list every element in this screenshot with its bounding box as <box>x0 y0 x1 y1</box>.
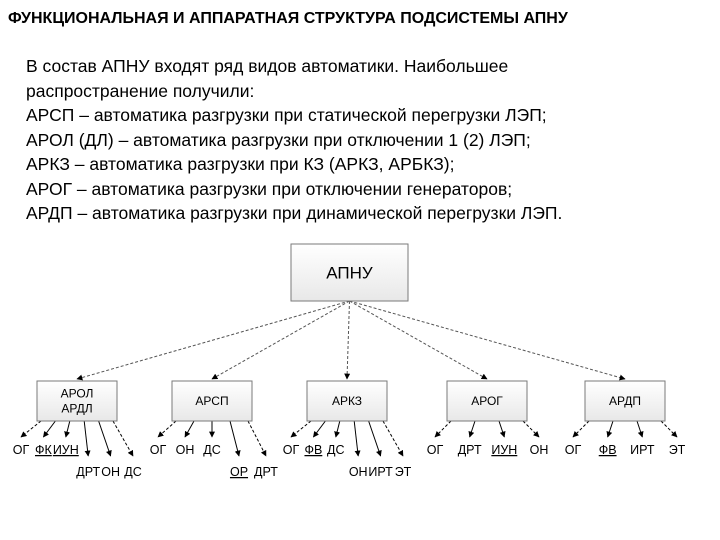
output-signal-label: ИРТ <box>368 465 393 479</box>
output-arrow <box>43 420 56 438</box>
connector-root-to-child <box>344 300 351 380</box>
intro-line: АРСП – автоматика разгрузки при статичес… <box>26 105 547 125</box>
intro-line: распространение получили: <box>26 80 255 101</box>
intro-line: АРДП – автоматика разгрузки при динамиче… <box>26 203 563 223</box>
output-signal-label: ФК <box>35 443 53 457</box>
output-signal-label: ИУН <box>53 443 79 457</box>
output-arrow <box>112 420 134 457</box>
output-arrow <box>98 420 112 457</box>
output-arrow <box>184 420 195 438</box>
output-arrow <box>522 420 540 438</box>
child-box-label: АРДП <box>609 394 641 408</box>
output-arrow <box>368 420 382 457</box>
connector-root-to-child <box>349 300 488 380</box>
output-arrow <box>334 420 341 438</box>
child-box <box>171 380 253 422</box>
output-signal-label: ДС <box>203 443 221 457</box>
intro-text: В состав АПНУ входят ряд видов автоматик… <box>26 54 706 226</box>
output-signal-label: ОН <box>101 465 120 479</box>
output-arrow <box>353 420 361 457</box>
connector-root-to-child <box>349 300 626 381</box>
root-box-label: АПНУ <box>326 264 373 283</box>
output-arrow <box>64 420 71 438</box>
output-arrow <box>229 420 241 457</box>
output-signal-label: ДС <box>124 465 142 479</box>
intro-line: АРКЗ – автоматика разгрузки при КЗ (АРКЗ… <box>26 154 455 174</box>
output-signal-label: ДРТ <box>458 443 482 457</box>
intro-line: АРОЛ (ДЛ) – автоматика разгрузки при отк… <box>26 129 531 150</box>
output-arrow <box>434 420 452 438</box>
output-signal-label: ОН <box>176 443 195 457</box>
connector-root-to-child <box>76 300 350 381</box>
output-signal-label: ЭТ <box>395 465 412 479</box>
intro-line: АРОГ – автоматика разгрузки при отключен… <box>26 178 513 199</box>
child-box <box>36 380 118 422</box>
output-arrow <box>382 420 404 457</box>
output-signal-label: ЭТ <box>669 443 686 457</box>
output-signal-label: ИУН <box>491 443 517 457</box>
output-arrow <box>312 420 326 438</box>
output-signal-label: ОГ <box>150 443 167 457</box>
output-signal-label: ОР <box>230 465 248 479</box>
root-box-apnu <box>290 243 409 302</box>
output-arrow <box>20 420 42 438</box>
output-arrow <box>660 420 678 438</box>
output-arrow <box>157 420 177 438</box>
output-signal-label: ФВ <box>599 443 617 457</box>
output-arrow <box>606 420 614 438</box>
output-signal-label: ОГ <box>427 443 444 457</box>
output-arrow <box>636 420 644 438</box>
child-box-label: АРОЛ <box>61 387 94 401</box>
child-box-label: АРОГ <box>471 394 503 408</box>
child-box-label: АРКЗ <box>332 394 362 408</box>
output-signal-label: ОН <box>349 465 368 479</box>
output-arrow <box>572 420 590 438</box>
intro-line: В состав АПНУ входят ряд видов автоматик… <box>26 56 509 76</box>
child-box-label: АРДЛ <box>61 402 92 416</box>
connector-lines <box>20 300 678 457</box>
output-arrow <box>290 420 312 438</box>
output-signal-label: ФВ <box>304 443 322 457</box>
output-arrow <box>468 420 476 438</box>
child-box <box>446 380 528 422</box>
output-signal-label: ИРТ <box>630 443 655 457</box>
output-arrow <box>247 420 267 457</box>
child-box <box>306 380 388 422</box>
child-box-label: АРСП <box>195 394 228 408</box>
output-arrow <box>83 420 91 457</box>
output-signal-label: ДРТ <box>254 465 278 479</box>
output-signal-label: ОН <box>530 443 549 457</box>
output-signal-label: ОГ <box>13 443 30 457</box>
page-title: ФУНКЦИОНАЛЬНАЯ И АППАРАТНАЯ СТРУКТУРА ПО… <box>8 10 568 27</box>
output-signal-label: ОГ <box>283 443 300 457</box>
output-arrow <box>498 420 506 438</box>
output-signal-label: ДС <box>327 443 345 457</box>
output-signal-label: ДРТ <box>76 465 100 479</box>
child-box <box>584 380 666 422</box>
connector-root-to-child <box>211 300 350 380</box>
output-signal-label: ОГ <box>565 443 582 457</box>
